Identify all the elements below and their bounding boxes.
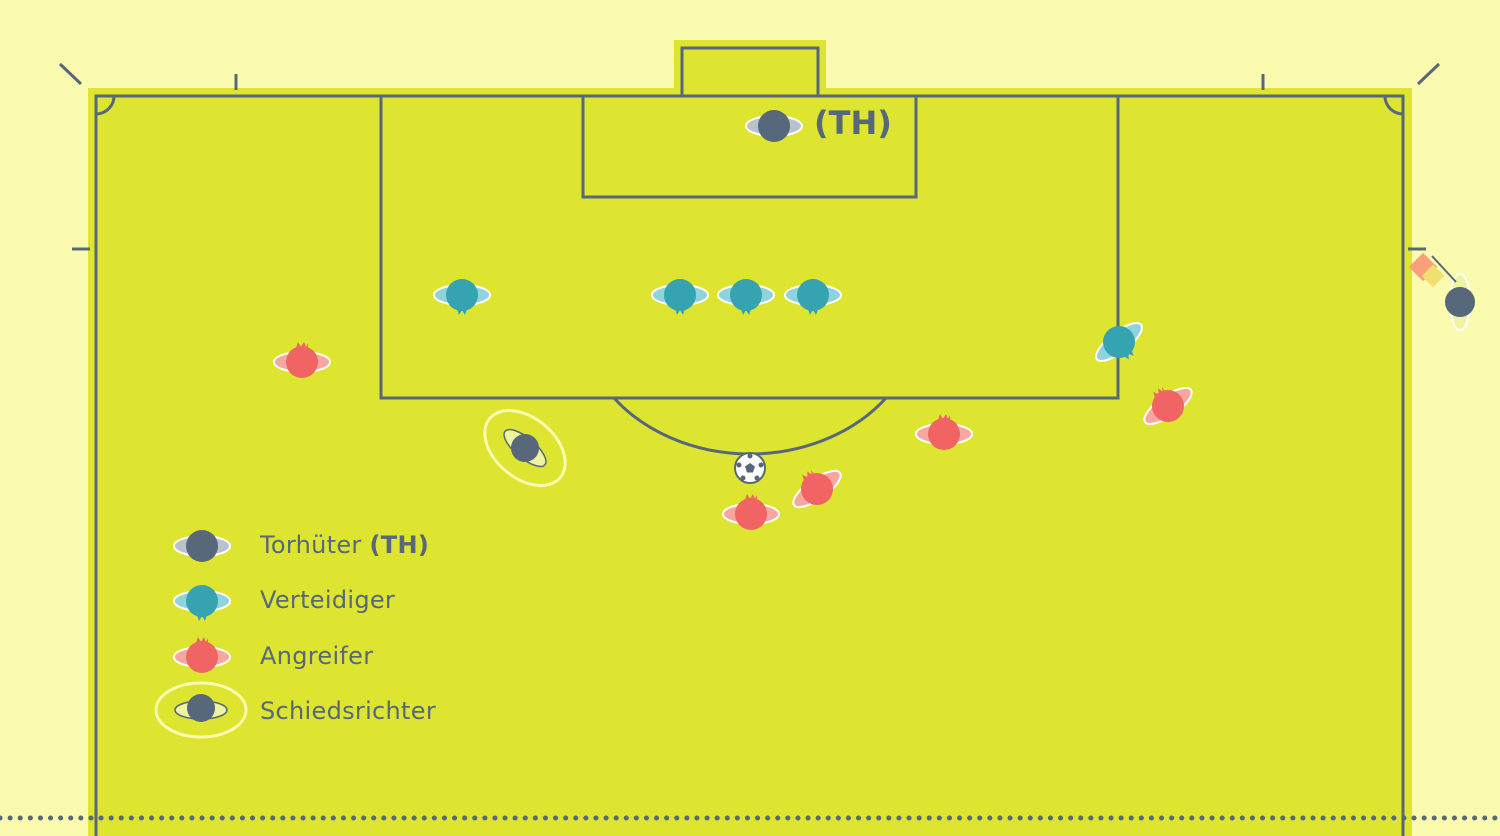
legend-icons — [154, 529, 248, 739]
assistant-flag-icon — [1408, 252, 1457, 288]
legend-goalkeeper-suffix: (TH) — [369, 531, 430, 559]
legend-goalkeeper-text: Torhüter — [260, 531, 362, 559]
ball-icon — [734, 452, 766, 484]
referee-token — [483, 409, 567, 487]
goal-area — [581, 94, 918, 199]
legend-referee-label: Schiedsrichter — [260, 697, 436, 725]
legend-referee-icon — [154, 681, 248, 739]
players-layer — [273, 109, 1475, 531]
goalkeeper-tag: (TH) — [814, 104, 892, 142]
diag-top-right — [1416, 62, 1441, 86]
legend-goalkeeper-label: Torhüter (TH) — [260, 531, 429, 559]
assistant-referee — [1445, 273, 1475, 331]
legend-attacker-label: Angreifer — [260, 642, 374, 670]
corner-arc-left — [95, 95, 116, 116]
diag-top-left — [58, 62, 83, 86]
legend-defender-label: Verteidiger — [260, 586, 396, 614]
corner-arc-right — [1383, 95, 1404, 116]
